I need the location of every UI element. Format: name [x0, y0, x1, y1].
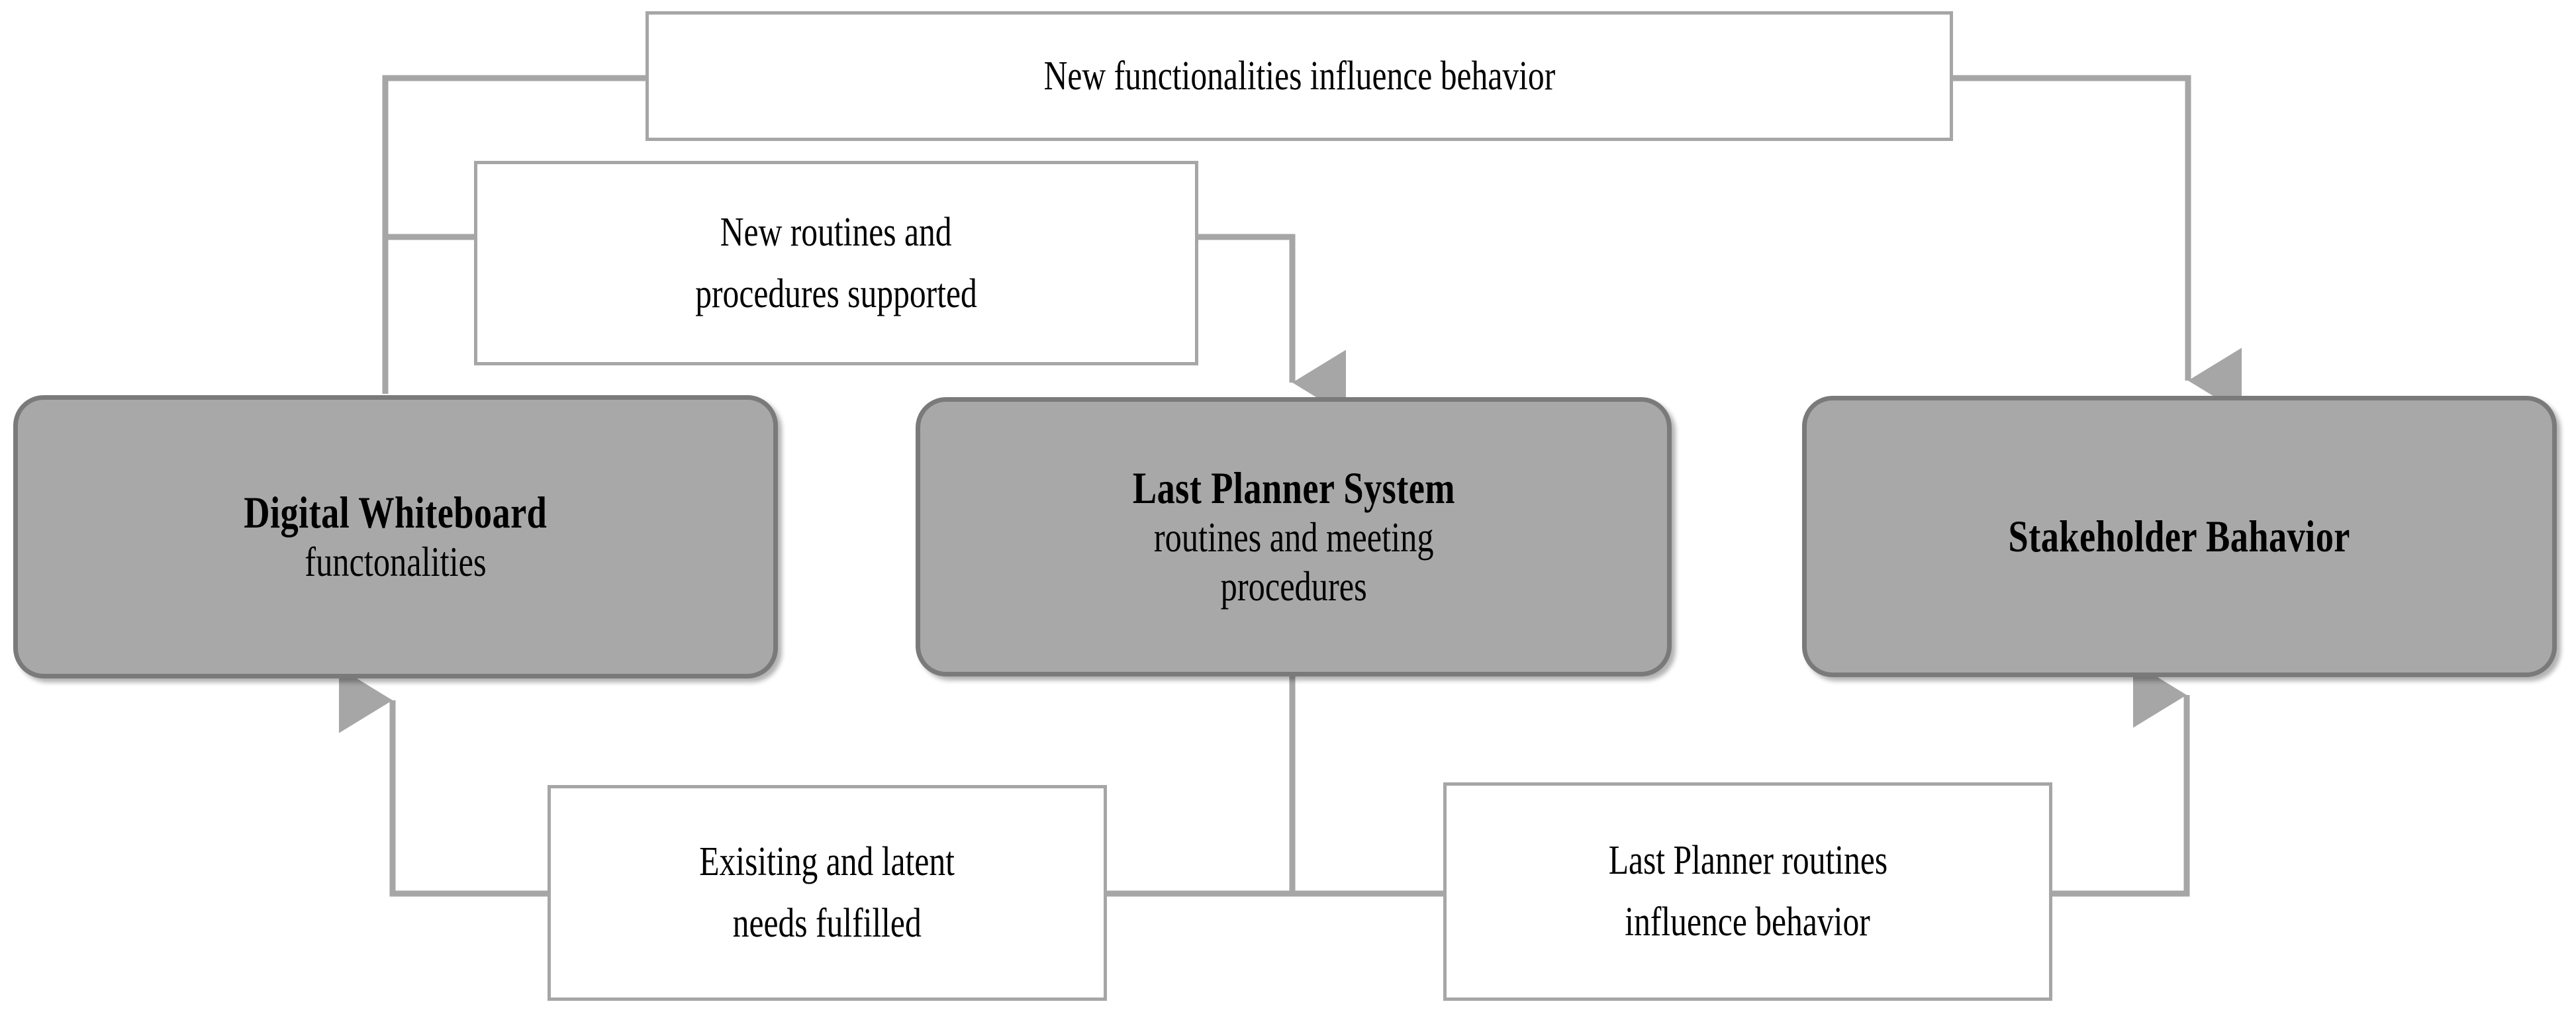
node-subtitle-line1: routines and meeting: [1153, 514, 1434, 561]
caption-line: Exisiting and latent: [699, 839, 955, 884]
node-title: Stakeholder Bahavior: [2008, 511, 2351, 562]
wire-lastplanner-down-to-needs: [1107, 676, 1296, 897]
node-subtitle: functonalities: [305, 538, 487, 585]
caption-line: procedures supported: [695, 271, 977, 316]
node-title: Digital Whiteboard: [244, 487, 548, 537]
wire-lproutines-to-stakeholder: [2052, 662, 2190, 897]
caption-new-functionalities: New functionalities influence behavior: [645, 11, 1953, 141]
caption-line: New functionalities influence behavior: [1043, 53, 1555, 99]
node-title: Last Planner System: [1132, 462, 1455, 513]
node-digital-whiteboard: Digital Whiteboard functonalities: [13, 395, 778, 678]
wire-newfunc-to-stakeholder: [1953, 75, 2242, 414]
wire-needs-to-whiteboard: [339, 667, 548, 897]
caption-line: needs fulfilled: [732, 901, 922, 946]
wire-newroutines-to-lastplanner: [1198, 234, 1346, 416]
caption-line: New routines and: [720, 209, 952, 255]
caption-new-routines: New routines and procedures supported: [474, 161, 1198, 365]
caption-existing-needs: Exisiting and latent needs fulfilled: [548, 785, 1107, 1001]
caption-last-planner-routines: Last Planner routines influence behavior: [1443, 782, 2052, 1001]
node-stakeholder-behavior: Stakeholder Bahavior: [1802, 396, 2557, 677]
caption-line: influence behavior: [1625, 900, 1871, 945]
node-last-planner-system: Last Planner System routines and meeting…: [916, 397, 1672, 676]
node-subtitle-line2: procedures: [1220, 563, 1367, 610]
caption-line: Last Planner routines: [1608, 838, 1887, 883]
